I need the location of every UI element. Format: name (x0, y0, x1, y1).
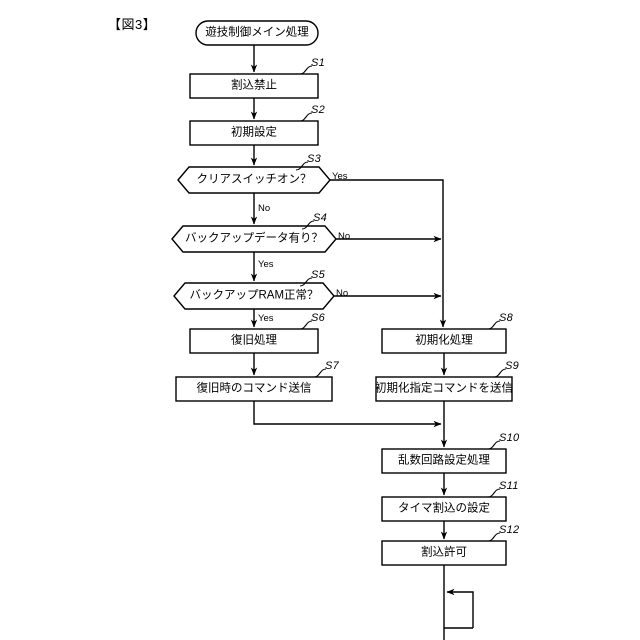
node-s6-label: 復旧処理 (231, 334, 277, 347)
edge-label-s4-yes: Yes (258, 259, 274, 270)
node-start-shape (195, 20, 319, 46)
leader-s12 (487, 532, 501, 542)
leader-s2 (299, 112, 313, 122)
leader-s6 (299, 320, 313, 330)
node-s6-shape (189, 328, 319, 354)
leader-s10 (487, 440, 501, 450)
step-number-s10: S10 (499, 432, 520, 444)
leader-s4 (301, 220, 315, 230)
node-s11-shape (381, 496, 507, 522)
leader-s3 (295, 161, 309, 171)
leader-s1 (299, 65, 313, 75)
leader-s5 (299, 277, 313, 287)
node-s9-shape (375, 376, 513, 402)
node-s7-shape (175, 376, 333, 402)
edge-label-s3-no: No (258, 203, 271, 214)
step-number-s11: S11 (499, 480, 519, 492)
step-number-s8: S8 (499, 312, 514, 324)
node-s3-label: クリアスイッチオン？ (196, 173, 312, 186)
node-s10-shape (381, 448, 507, 474)
node-s5-label: バックアップRAM正常？ (189, 289, 319, 302)
step-number-s9: S9 (505, 360, 520, 372)
node-s7-label: 復旧時のコマンド送信 (196, 382, 312, 395)
node-s1-label: 割込禁止 (231, 79, 277, 92)
node-s12-shape (381, 540, 507, 566)
step-number-s3: S3 (307, 153, 322, 165)
step-number-s1: S1 (311, 57, 326, 69)
node-s11-label: タイマ割込の設定 (398, 502, 490, 515)
edge-s3-yes-to-s8 (330, 179, 447, 328)
node-s9-label: 初期化指定コマンドを送信 (375, 382, 513, 395)
edge-label-s3-yes: Yes (332, 171, 348, 182)
node-s4-label: バックアップデータ有り？ (185, 232, 323, 245)
leader-s8 (487, 320, 501, 330)
step-number-s2: S2 (311, 104, 326, 116)
node-s8-label: 初期化処理 (415, 334, 473, 347)
node-start-label: 遊技制御メイン処理 (205, 26, 309, 39)
edge-s7-to-trunk (253, 401, 442, 428)
node-s10-label: 乱数回路設定処理 (398, 454, 490, 467)
node-s1-shape (189, 73, 319, 99)
step-number-s5: S5 (311, 269, 326, 281)
step-number-s7: S7 (325, 360, 340, 372)
edge-loop-return (446, 588, 474, 628)
step-number-s4: S4 (313, 212, 328, 224)
node-s12-label: 割込許可 (421, 546, 467, 559)
figure-number-label: 【図3】 (108, 17, 157, 32)
step-number-s6: S6 (311, 312, 326, 324)
step-number-s12: S12 (499, 524, 520, 536)
node-s2-label: 初期設定 (231, 126, 277, 139)
leader-s11 (487, 488, 501, 498)
node-s2-shape (189, 120, 319, 146)
edge-label-s4-no: No (338, 231, 351, 242)
leader-s7 (313, 368, 327, 378)
edge-label-s5-no: No (336, 288, 349, 299)
edge-label-s5-yes: Yes (258, 313, 274, 324)
leader-s9 (493, 368, 507, 378)
node-s8-shape (381, 328, 507, 354)
